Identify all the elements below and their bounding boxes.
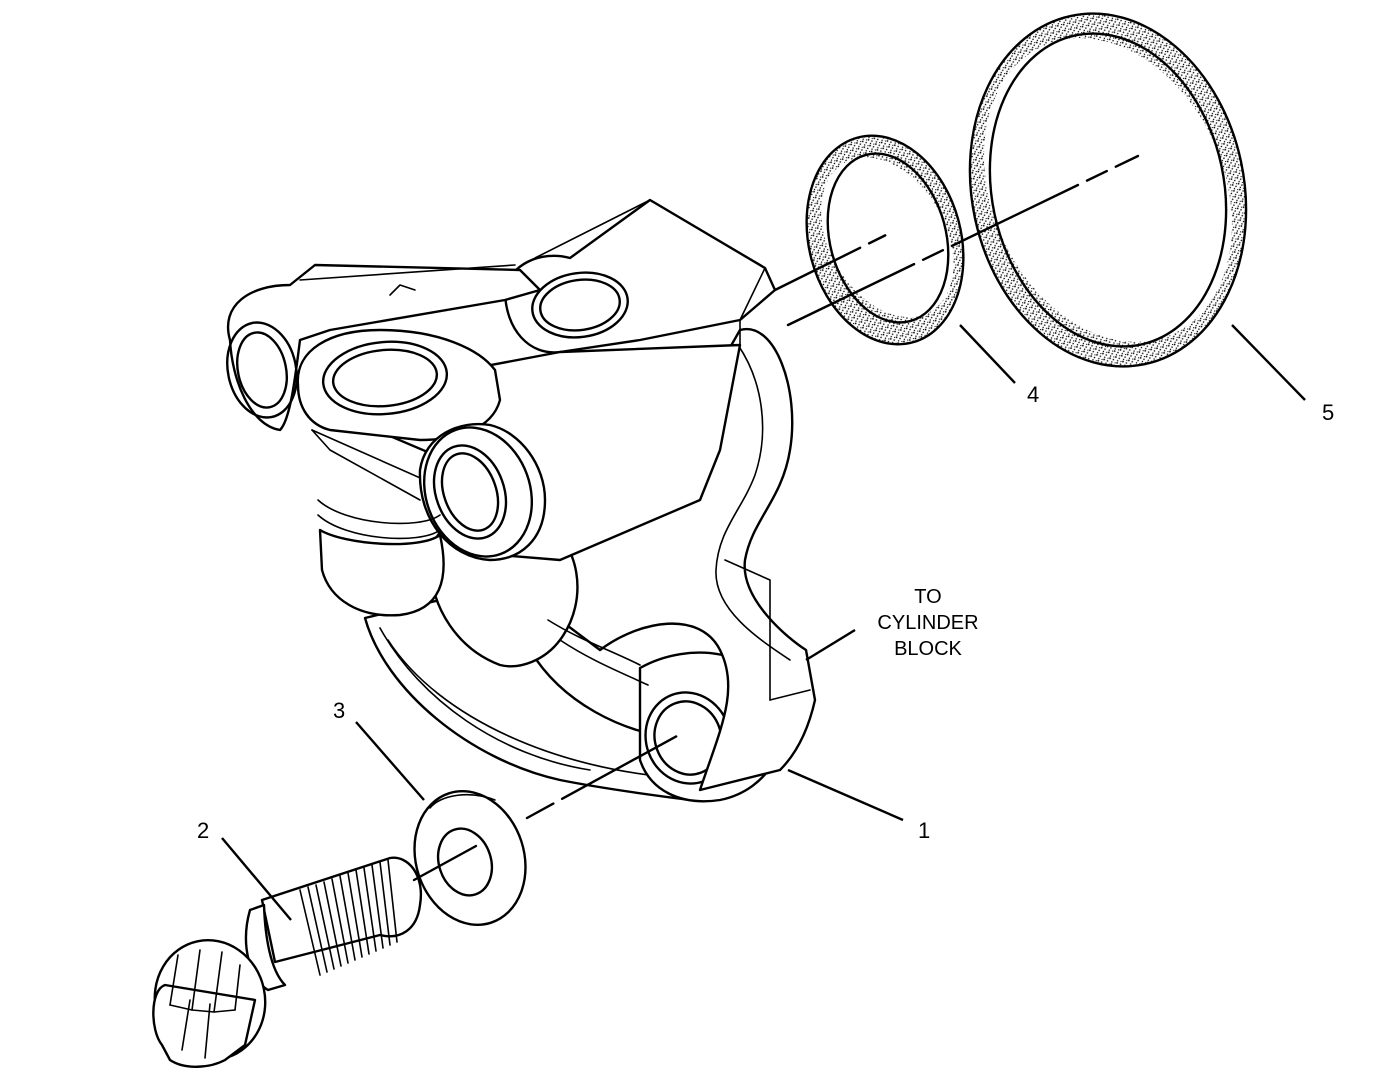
housing-top-boss bbox=[296, 328, 502, 442]
note-line-3: BLOCK bbox=[894, 638, 962, 660]
callout-4: 4 bbox=[1027, 382, 1039, 407]
leader-lines bbox=[221, 324, 1306, 921]
leader-5 bbox=[1231, 324, 1306, 401]
leader-note bbox=[805, 628, 856, 662]
housing-top-block bbox=[503, 198, 777, 354]
bolt bbox=[152, 856, 423, 1068]
callout-labels: 1 2 3 4 5 bbox=[197, 382, 1334, 843]
housing-dome bbox=[318, 528, 445, 617]
callout-3: 3 bbox=[333, 698, 345, 723]
leader-2 bbox=[221, 837, 292, 921]
washer bbox=[413, 790, 527, 926]
cylinder-block-note: TO CYLINDER BLOCK bbox=[877, 586, 978, 660]
housing bbox=[226, 198, 817, 803]
seal-small bbox=[805, 134, 965, 346]
leader-4 bbox=[959, 324, 1016, 384]
housing-left-ear bbox=[227, 263, 542, 432]
leader-3 bbox=[355, 721, 425, 801]
callout-1: 1 bbox=[918, 818, 930, 843]
callout-5: 5 bbox=[1322, 400, 1334, 425]
callout-2: 2 bbox=[197, 818, 209, 843]
note-line-1: TO bbox=[914, 586, 941, 608]
center-lines bbox=[412, 154, 1140, 882]
seal-large bbox=[968, 12, 1248, 368]
leader-1 bbox=[787, 768, 904, 822]
note-line-2: CYLINDER bbox=[877, 612, 978, 634]
